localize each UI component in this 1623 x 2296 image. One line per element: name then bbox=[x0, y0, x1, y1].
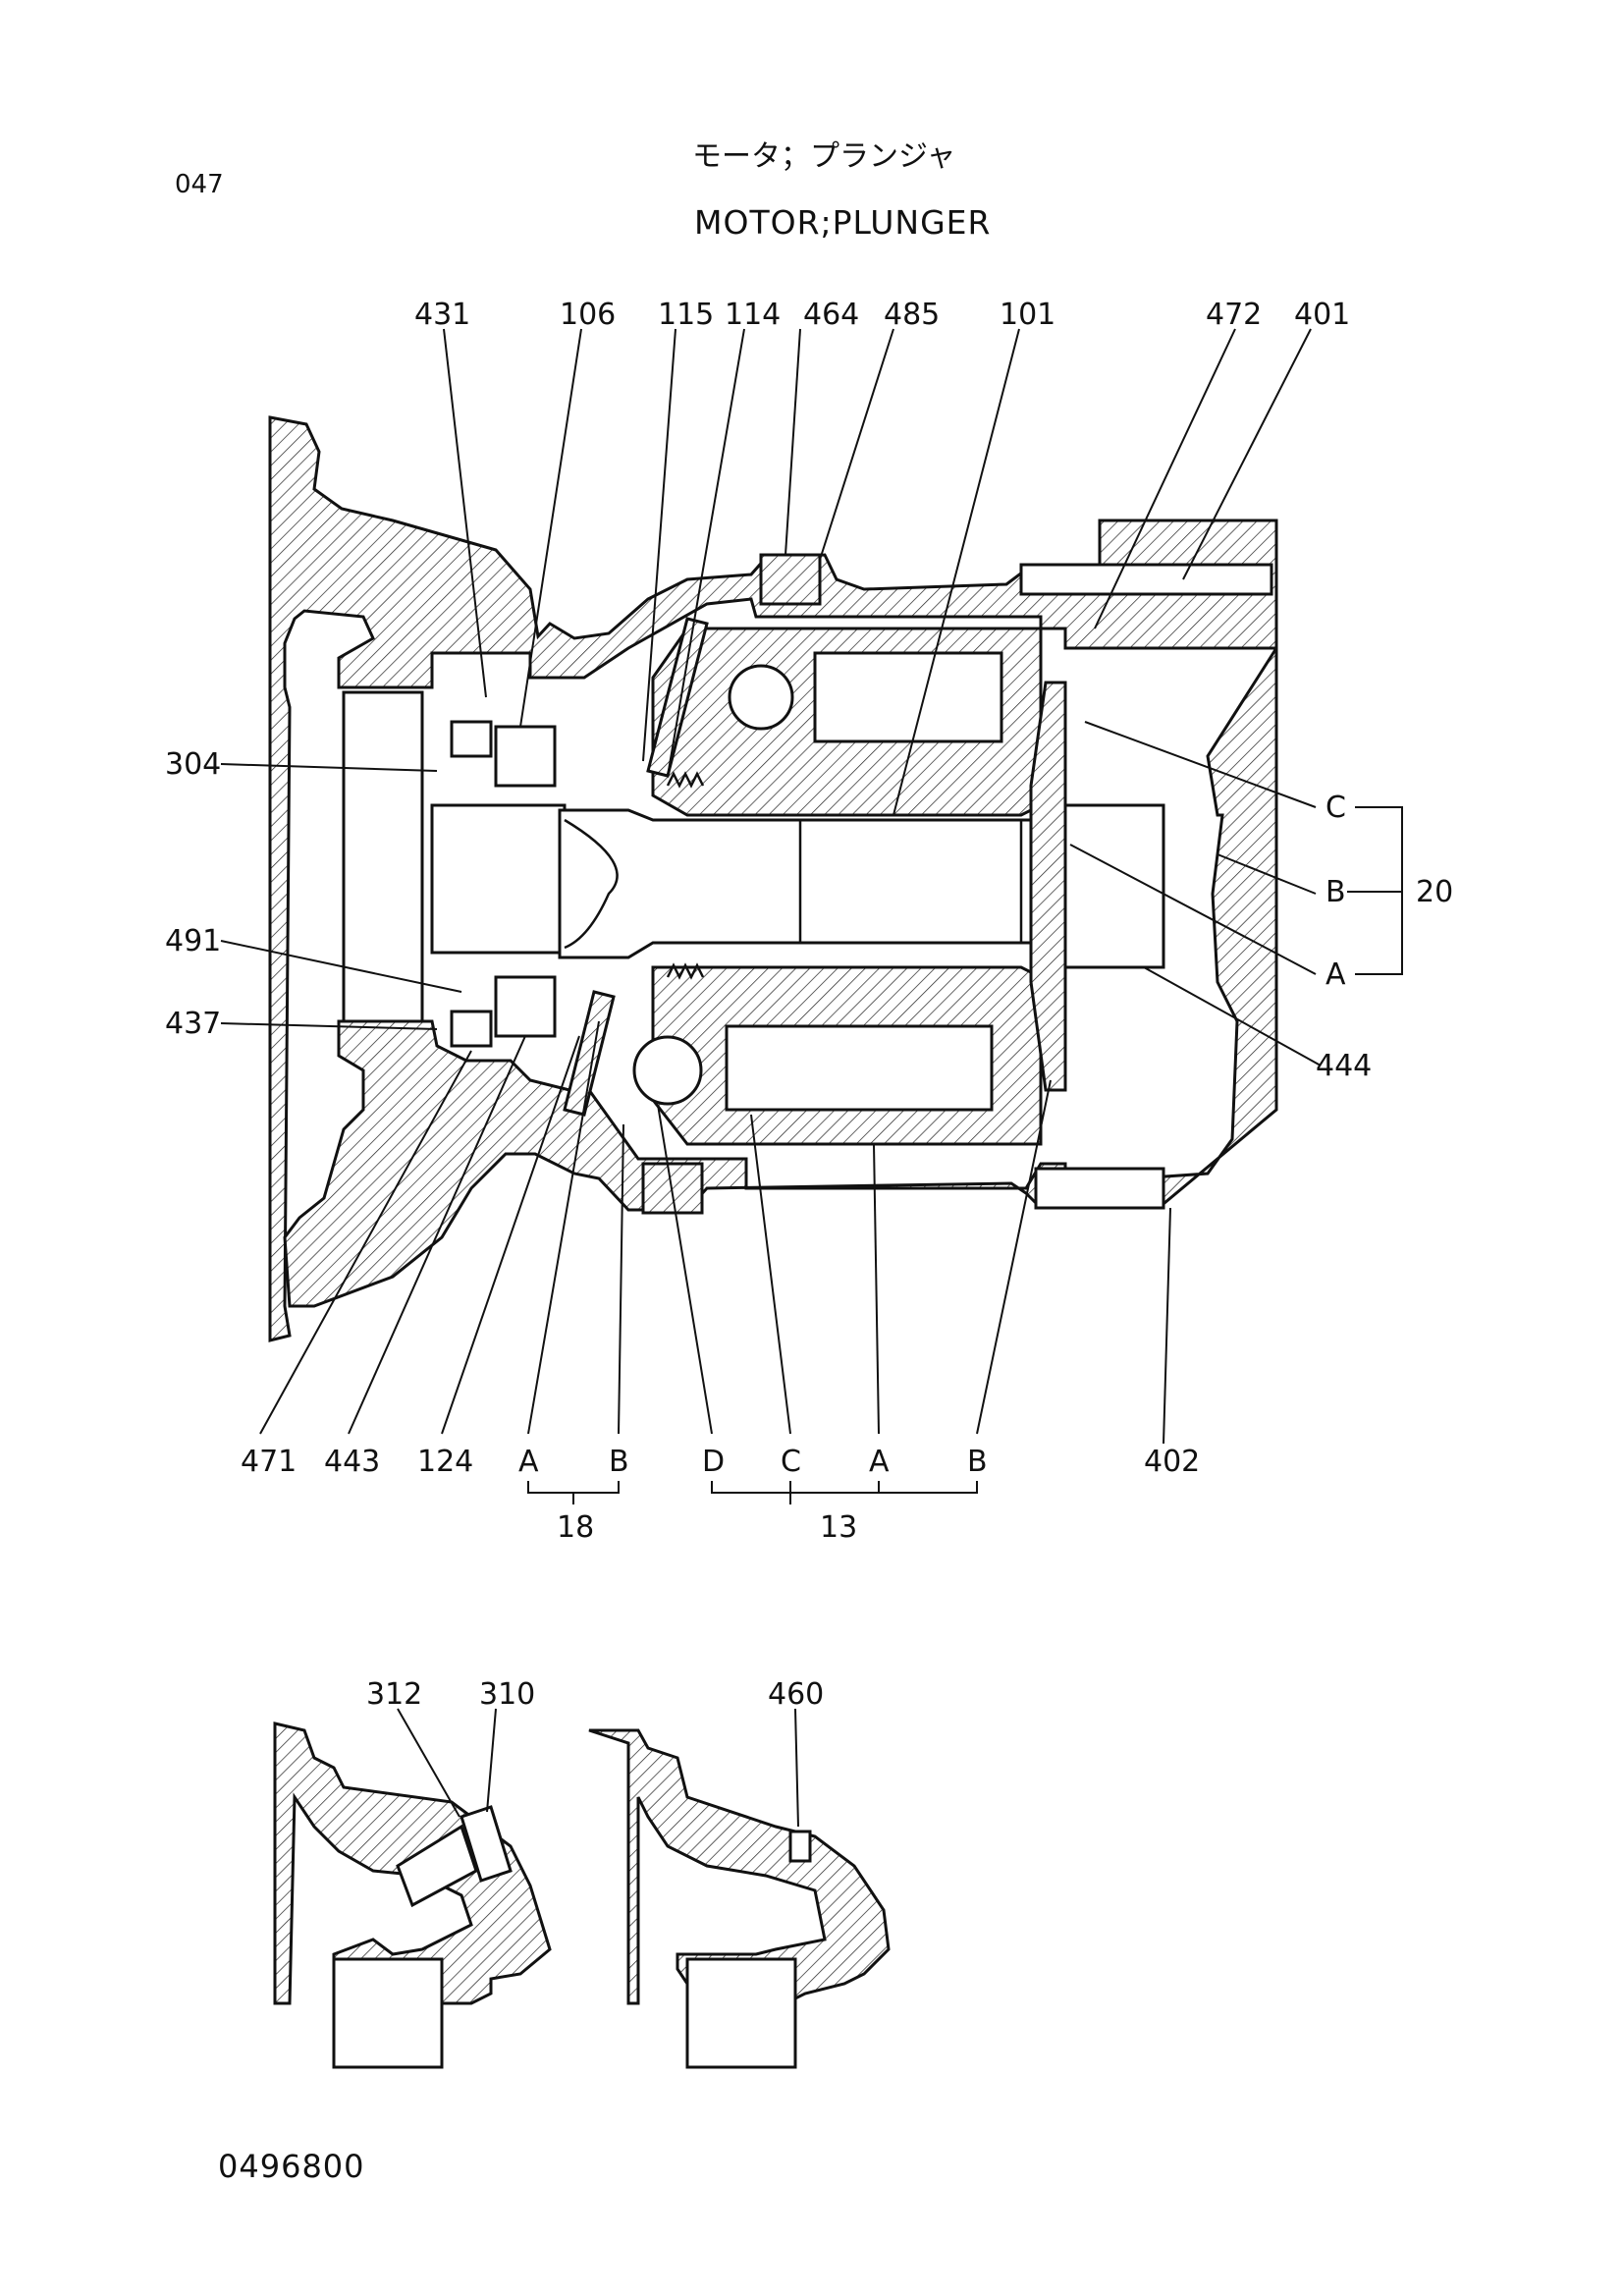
detail-left-shaft bbox=[332, 1957, 444, 2069]
right-callouts: C B A 444 20 bbox=[1316, 791, 1453, 1083]
piston-upper bbox=[813, 651, 1003, 743]
plug-lower bbox=[641, 1162, 704, 1215]
bearing-lower bbox=[494, 975, 557, 1038]
shaft-sleeve bbox=[430, 803, 567, 955]
callout-431: 431 bbox=[414, 298, 470, 332]
output-shaft-bore bbox=[342, 690, 424, 1023]
detail-left-plug-310 bbox=[460, 1805, 513, 1883]
callout-491: 491 bbox=[165, 924, 221, 958]
callout-C-13: C bbox=[781, 1445, 801, 1479]
callout-115: 115 bbox=[658, 298, 714, 332]
group-18: 18 bbox=[557, 1510, 594, 1545]
group-20: 20 bbox=[1416, 875, 1453, 909]
group-13: 13 bbox=[820, 1510, 857, 1545]
callout-A-13: A bbox=[869, 1445, 890, 1479]
shaft-nose bbox=[564, 818, 619, 950]
leader-lines bbox=[220, 328, 1403, 1504]
drawing-number: 0496800 bbox=[218, 2148, 365, 2185]
main-section-view bbox=[268, 415, 1278, 1342]
callout-437: 437 bbox=[165, 1007, 221, 1041]
callout-464: 464 bbox=[803, 298, 859, 332]
seal-lower bbox=[450, 1010, 493, 1048]
callout-460: 460 bbox=[768, 1677, 824, 1712]
valve-cover-bore bbox=[1063, 803, 1165, 969]
callout-443: 443 bbox=[324, 1445, 380, 1479]
valve-plate bbox=[1029, 681, 1067, 1092]
piston-lower bbox=[725, 1024, 994, 1112]
detail-right-shaft bbox=[685, 1957, 797, 2069]
callout-124: 124 bbox=[417, 1445, 473, 1479]
callout-304: 304 bbox=[165, 747, 221, 782]
callout-471: 471 bbox=[241, 1445, 297, 1479]
page-code: 047 bbox=[175, 170, 224, 199]
callout-401: 401 bbox=[1294, 298, 1350, 332]
callout-312: 312 bbox=[366, 1677, 422, 1712]
piston-ball-lower bbox=[632, 1035, 703, 1106]
detail-view-right: 460 bbox=[588, 1677, 891, 2069]
bottom-callouts: 471 443 124 A B D C A B 402 18 13 bbox=[241, 1445, 1200, 1545]
title-english: MOTOR;PLUNGER bbox=[694, 203, 992, 242]
bearing-upper bbox=[494, 725, 557, 788]
callout-485: 485 bbox=[884, 298, 940, 332]
callout-106: 106 bbox=[560, 298, 616, 332]
callout-A-right: A bbox=[1325, 957, 1346, 992]
top-callouts: 431 106 115 114 464 485 101 472 401 bbox=[414, 298, 1350, 332]
callout-444: 444 bbox=[1316, 1049, 1372, 1083]
housing-flange-upper bbox=[268, 415, 1278, 1342]
bolt-402 bbox=[1034, 1167, 1165, 1210]
callout-B-18: B bbox=[609, 1445, 629, 1479]
housing-lower bbox=[283, 642, 1278, 1308]
callout-114: 114 bbox=[725, 298, 781, 332]
callout-C-right: C bbox=[1325, 791, 1346, 825]
spring-lower bbox=[666, 962, 705, 980]
main-shaft-101 bbox=[558, 808, 1067, 959]
seal-upper bbox=[450, 720, 493, 758]
callout-310: 310 bbox=[479, 1677, 535, 1712]
callout-B-13: B bbox=[967, 1445, 988, 1479]
callout-402: 402 bbox=[1144, 1445, 1200, 1479]
callout-D-13: D bbox=[702, 1445, 725, 1479]
plug-464 bbox=[759, 553, 822, 606]
spring-upper bbox=[666, 771, 705, 789]
swash-plate-lower bbox=[563, 990, 616, 1117]
title-japanese: モータ；プランジャ bbox=[692, 139, 956, 174]
bolt-401 bbox=[1019, 563, 1273, 596]
piston-ball-upper bbox=[728, 664, 794, 731]
callout-B-right: B bbox=[1325, 875, 1346, 909]
detail-right-plug-460 bbox=[788, 1830, 812, 1863]
callout-A-18: A bbox=[518, 1445, 539, 1479]
callout-101: 101 bbox=[1000, 298, 1055, 332]
left-callouts: 304 491 437 bbox=[165, 747, 221, 1041]
detail-view-left: 312 310 bbox=[273, 1677, 552, 2069]
callout-472: 472 bbox=[1206, 298, 1262, 332]
detail-left-port-312 bbox=[396, 1824, 478, 1908]
